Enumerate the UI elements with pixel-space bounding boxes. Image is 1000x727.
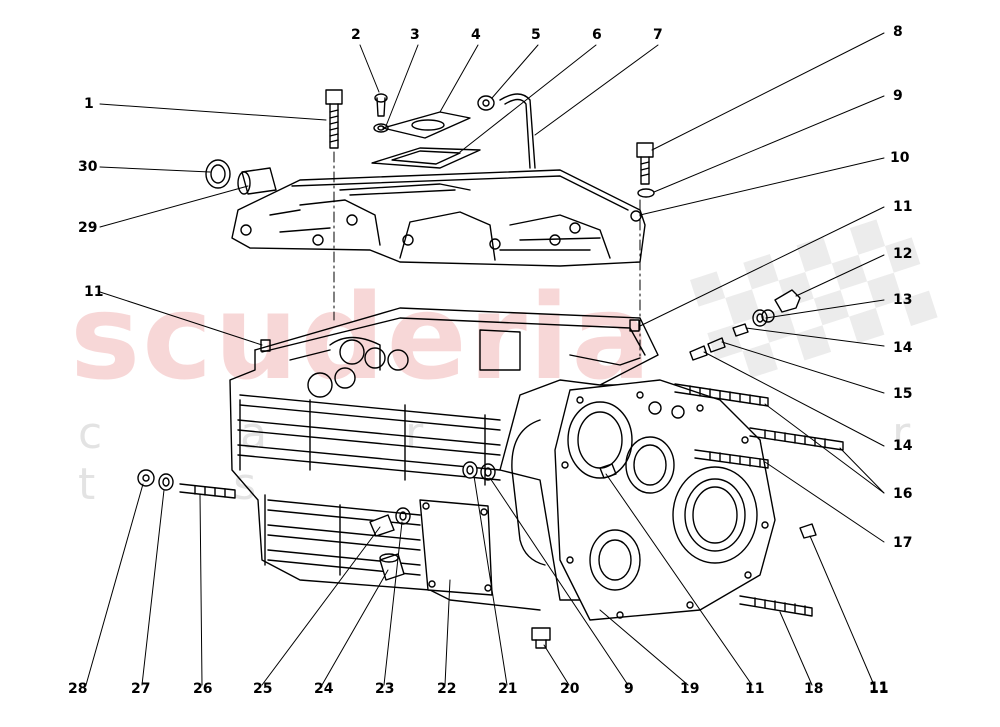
callout-26: 26 — [193, 681, 213, 697]
stud-16b — [749, 427, 844, 451]
dowel-11d — [599, 463, 617, 479]
plug-25 — [369, 514, 395, 537]
callout-23: 23 — [375, 681, 395, 697]
callout-11-top: 11 — [893, 199, 913, 215]
dowel-11c — [260, 339, 271, 352]
breather-gasket — [371, 147, 481, 169]
callout-29: 29 — [78, 220, 98, 236]
bush-29 — [237, 167, 277, 195]
washer-9b — [480, 463, 496, 481]
callout-11-bottom: 11 — [745, 681, 765, 697]
top-cover — [231, 169, 646, 267]
callout-10: 10 — [890, 150, 910, 166]
stud-18 — [739, 595, 813, 617]
dowel-14a — [732, 323, 749, 337]
callout-21: 21 — [498, 681, 518, 697]
callout-13: 13 — [893, 292, 913, 308]
dowel-14b — [689, 345, 708, 361]
callout-11-right: 11 — [869, 681, 889, 697]
gearbox-housing — [229, 307, 776, 621]
washer-3 — [373, 123, 389, 133]
seal-30 — [205, 159, 231, 189]
callout-27: 27 — [131, 681, 151, 697]
bolt-8 — [636, 142, 655, 198]
callout-6: 6 — [592, 27, 602, 43]
callout-20: 20 — [560, 681, 580, 697]
callout-11-bottom-right: 11 — [869, 680, 889, 696]
callout-9-top: 9 — [893, 88, 903, 104]
callout-5: 5 — [531, 27, 541, 43]
callout-11-left: 11 — [84, 284, 104, 300]
drain-plug-20 — [531, 627, 551, 649]
clip-5 — [477, 95, 495, 111]
washer-27 — [158, 473, 174, 491]
washer-23 — [395, 507, 411, 525]
callout-17: 17 — [893, 535, 913, 551]
breather-plate — [382, 111, 471, 139]
bolt-12 — [761, 289, 801, 323]
callout-7: 7 — [653, 27, 663, 43]
stud-16a — [674, 383, 769, 407]
callout-19: 19 — [680, 681, 700, 697]
plug-21 — [462, 461, 478, 479]
callout-8: 8 — [893, 24, 903, 40]
callout-9-bottom: 9 — [624, 681, 634, 697]
callout-14-top: 14 — [893, 340, 913, 356]
callout-1: 1 — [84, 96, 94, 112]
stud-26 — [179, 483, 236, 499]
callout-24: 24 — [314, 681, 334, 697]
watermark-brand: scuderia — [70, 268, 653, 406]
callout-3: 3 — [410, 27, 420, 43]
dowel-15 — [707, 337, 726, 353]
callout-28: 28 — [68, 681, 88, 697]
callout-22: 22 — [437, 681, 457, 697]
callout-30: 30 — [78, 159, 98, 175]
screw-2 — [374, 93, 388, 117]
nut-28 — [137, 469, 155, 487]
dowel-11a — [629, 319, 640, 332]
watermark-subtitle: c a r p a r t s — [78, 408, 973, 510]
callout-25: 25 — [253, 681, 273, 697]
washer-13 — [752, 309, 768, 327]
bolt-1 — [325, 89, 343, 149]
breather-pipe-7 — [499, 93, 536, 169]
callout-18: 18 — [804, 681, 824, 697]
plug-24 — [379, 553, 405, 581]
stud-17 — [694, 449, 769, 469]
callout-16: 16 — [893, 486, 913, 502]
callout-2: 2 — [351, 27, 361, 43]
callout-14-bottom: 14 — [893, 438, 913, 454]
callout-4: 4 — [471, 27, 481, 43]
callout-15: 15 — [893, 386, 913, 402]
callout-12: 12 — [893, 246, 913, 262]
leader-lines — [85, 32, 885, 686]
dowel-11b — [799, 523, 817, 539]
